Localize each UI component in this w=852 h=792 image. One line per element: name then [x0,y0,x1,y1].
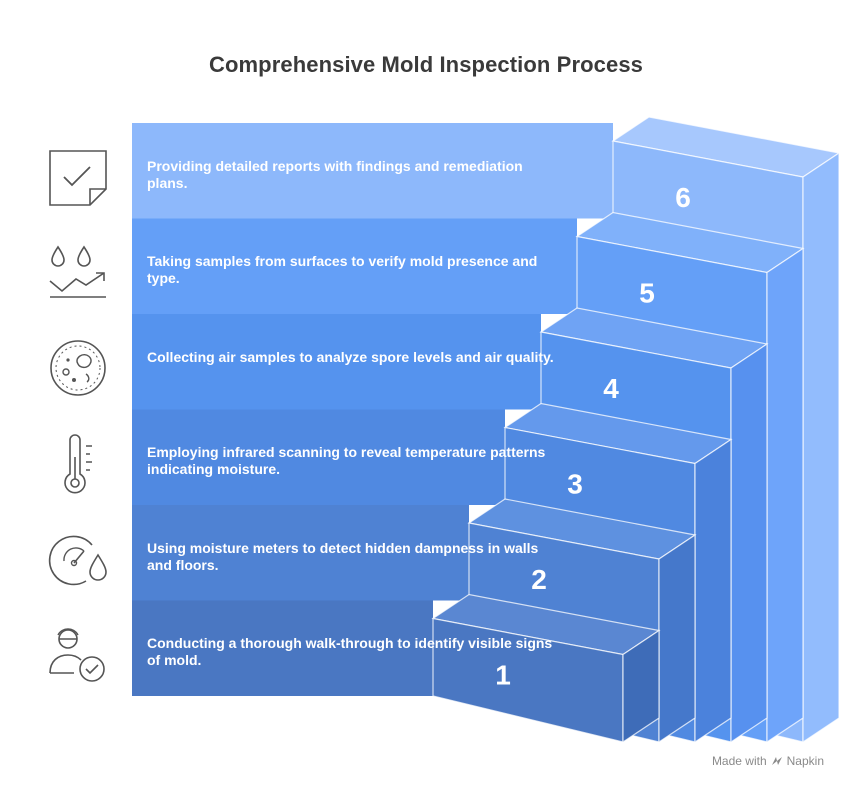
band-step-3 [132,409,505,505]
step-number-1: 1 [495,660,511,691]
moisture-meter-icon [44,525,112,593]
napkin-logo-icon [771,757,782,765]
step-description-1: Conducting a thorough walk-through to id… [147,635,553,669]
step-number-6: 6 [675,182,691,213]
watermark: Made with Napkin [712,754,824,768]
band-step-4 [132,314,541,410]
petri-dish-icon [44,334,112,402]
droplets-trend-icon [44,239,112,307]
step-side-face-5 [766,247,804,744]
step-number-4: 4 [603,373,619,404]
step-description-5: Taking samples from surfaces to verify m… [147,253,538,287]
step-description-2: Using moisture meters to detect hidden d… [147,539,539,573]
step-number-2: 2 [531,564,547,595]
band-step-6 [132,123,613,219]
thermometer-icon [44,430,112,498]
step-description-3: Employing infrared scanning to reveal te… [147,444,546,478]
band-step-5 [132,218,577,314]
inspector-check-icon [44,621,112,689]
report-check-icon [44,143,112,211]
band-step-2 [132,505,469,601]
step-side-face-1 [622,629,660,744]
step-number-5: 5 [639,278,655,309]
step-description-4: Collecting air samples to analyze spore … [147,348,554,365]
watermark-brand: Napkin [786,754,824,768]
step-description-6: Providing detailed reports with findings… [147,157,523,191]
watermark-prefix: Made with [711,754,767,768]
step-side-face-2 [658,533,696,744]
page-title: Comprehensive Mold Inspection Process [208,52,644,77]
step-number-3: 3 [567,469,583,500]
step-side-face-3 [694,438,732,744]
step-side-face-6 [802,151,840,744]
band-step-1 [132,600,433,696]
step-side-face-4 [730,342,768,744]
